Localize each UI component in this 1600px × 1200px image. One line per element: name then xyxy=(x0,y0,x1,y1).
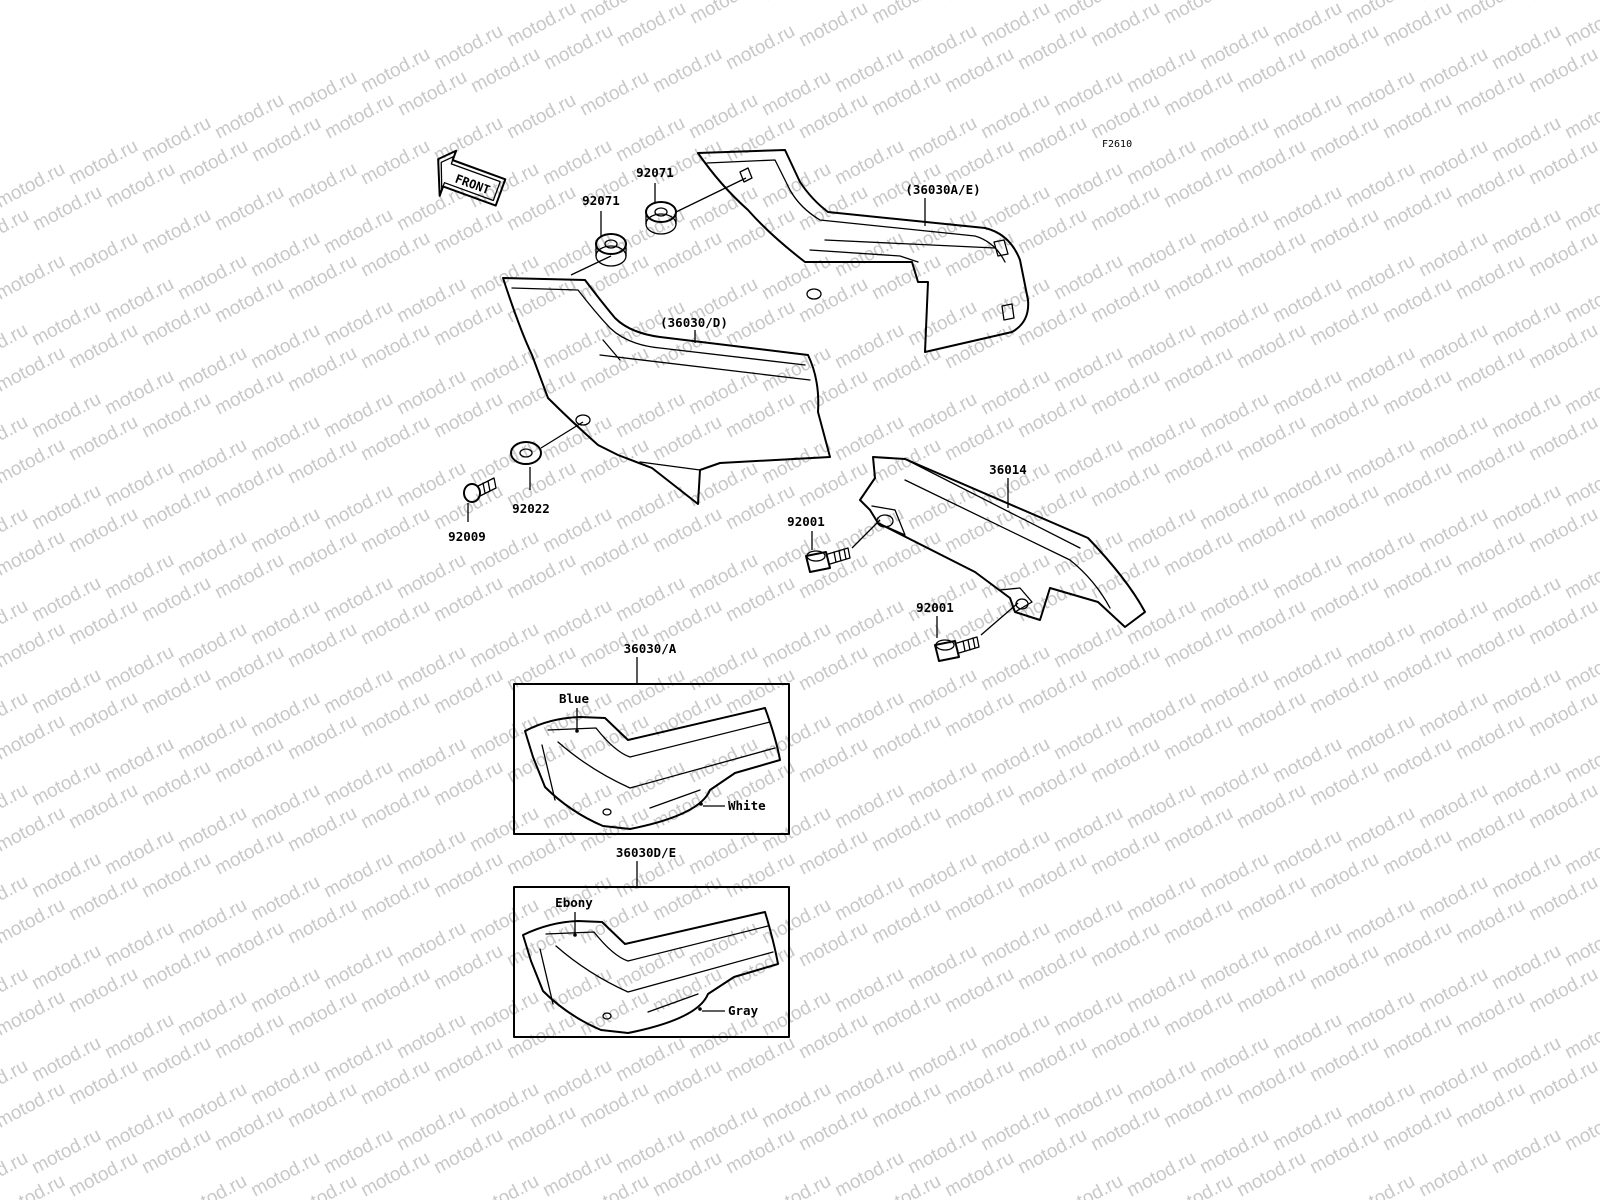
part-label-bolt-lower: 92001 xyxy=(916,600,954,615)
variant-frame xyxy=(513,886,790,1038)
variant-cover-drawing xyxy=(524,707,781,830)
watermark-text-290: motod.ru xyxy=(0,803,69,857)
watermark-text-500: motod.ru xyxy=(174,1171,250,1200)
bolt-lower xyxy=(934,636,980,662)
watermark-text-554: motod.ru xyxy=(1561,826,1600,880)
bolt-upper xyxy=(805,547,851,573)
variant-part-label: 36030D/E xyxy=(616,845,676,860)
watermark-text-288: motod.ru xyxy=(1561,274,1600,328)
watermark-text-608: motod.ru xyxy=(1342,1171,1418,1200)
watermark-text-33: motod.ru xyxy=(503,90,579,144)
variant-box-de: 36030D/E Ebony Gray xyxy=(513,845,790,1038)
watermark-text-194: motod.ru xyxy=(1561,90,1600,144)
part-label-screw: 92009 xyxy=(448,529,486,544)
grommet-lower xyxy=(595,233,627,267)
watermark-text-539: motod.ru xyxy=(466,1171,542,1200)
part-label-grommet-lower: 92071 xyxy=(582,193,620,208)
watermark-text-77: motod.ru xyxy=(1233,0,1309,5)
screw xyxy=(463,477,497,503)
watermark-text-581: motod.ru xyxy=(1561,918,1600,972)
side-cover-left xyxy=(502,277,831,505)
watermark-text-76: motod.ru xyxy=(1160,0,1236,28)
variant-color-bottom: Gray xyxy=(728,1003,759,1018)
part-label-washer: 92022 xyxy=(512,501,550,516)
watermark-text-476: motod.ru xyxy=(1561,642,1600,696)
variant-color-top: Blue xyxy=(559,691,590,706)
watermark-text-31: motod.ru xyxy=(357,136,433,190)
watermark-text-123: motod.ru xyxy=(1525,0,1600,5)
watermark-text-593: motod.ru xyxy=(1050,1171,1126,1200)
watermark-text-147: motod.ru xyxy=(1561,0,1600,51)
watermark-text-609: motod.ru xyxy=(1415,1148,1491,1200)
watermark-text-28: motod.ru xyxy=(138,205,214,259)
watermark-text-26: motod.ru xyxy=(0,251,69,305)
watermark-text-38: motod.ru xyxy=(868,0,944,28)
washer xyxy=(510,441,542,465)
watermark-text-60: motod.ru xyxy=(0,343,69,397)
watermark-text-243: motod.ru xyxy=(0,711,69,765)
watermark-text-382: motod.ru xyxy=(1561,458,1600,512)
watermark-text-196: motod.ru xyxy=(0,619,69,673)
watermark-text-611: motod.ru xyxy=(1561,1102,1600,1156)
watermark-text-337: motod.ru xyxy=(0,895,69,949)
watermark-text-22: motod.ru xyxy=(686,0,762,28)
watermark-text-34: motod.ru xyxy=(576,67,652,121)
watermark-text-29: motod.ru xyxy=(211,182,287,236)
variant-box-a: 36030/A Blue White xyxy=(513,641,790,835)
watermark-text-35: motod.ru xyxy=(649,44,725,98)
watermark-text-149: motod.ru xyxy=(0,527,69,581)
watermark-text-122: motod.ru xyxy=(1452,0,1528,28)
watermark-text-37: motod.ru xyxy=(795,0,871,51)
watermark-text-519: motod.ru xyxy=(1561,734,1600,788)
leader-lines xyxy=(467,177,1019,886)
watermark-text-431: motod.ru xyxy=(0,1079,69,1133)
part-label-grommet-upper: 92071 xyxy=(636,165,674,180)
watermark-text-102: motod.ru xyxy=(0,435,69,489)
watermark-text-23: motod.ru xyxy=(759,0,835,5)
watermark-text-429: motod.ru xyxy=(1561,550,1600,604)
watermark-text-12: motod.ru xyxy=(0,205,33,259)
watermark-text-384: motod.ru xyxy=(0,987,69,1041)
watermark-text-39: motod.ru xyxy=(941,0,1017,5)
variant-color-bottom: White xyxy=(728,798,766,813)
part-label-cover-right: (36030A/E) xyxy=(905,182,980,197)
part-label-cover-left: (36030/D) xyxy=(660,315,728,330)
variant-frame xyxy=(513,683,790,835)
part-label-bolt-upper: 92001 xyxy=(787,514,825,529)
watermark-text-30: motod.ru xyxy=(284,159,360,213)
watermark-text-335: motod.ru xyxy=(1561,366,1600,420)
watermark-text-27: motod.ru xyxy=(65,228,141,282)
watermark-text-241: motod.ru xyxy=(1561,182,1600,236)
part-label-chain-guard: 36014 xyxy=(989,462,1027,477)
watermark-text-570: motod.ru xyxy=(758,1171,834,1200)
figure-code: F2610 xyxy=(1102,139,1132,150)
side-cover-right xyxy=(697,149,1030,353)
watermark-text-610: motod.ru xyxy=(1488,1125,1564,1179)
watermark-text-36: motod.ru xyxy=(722,21,798,75)
variant-part-label: 36030/A xyxy=(624,641,677,656)
variant-color-top: Ebony xyxy=(555,895,593,910)
watermark-text-600: motod.ru xyxy=(1561,1010,1600,1064)
